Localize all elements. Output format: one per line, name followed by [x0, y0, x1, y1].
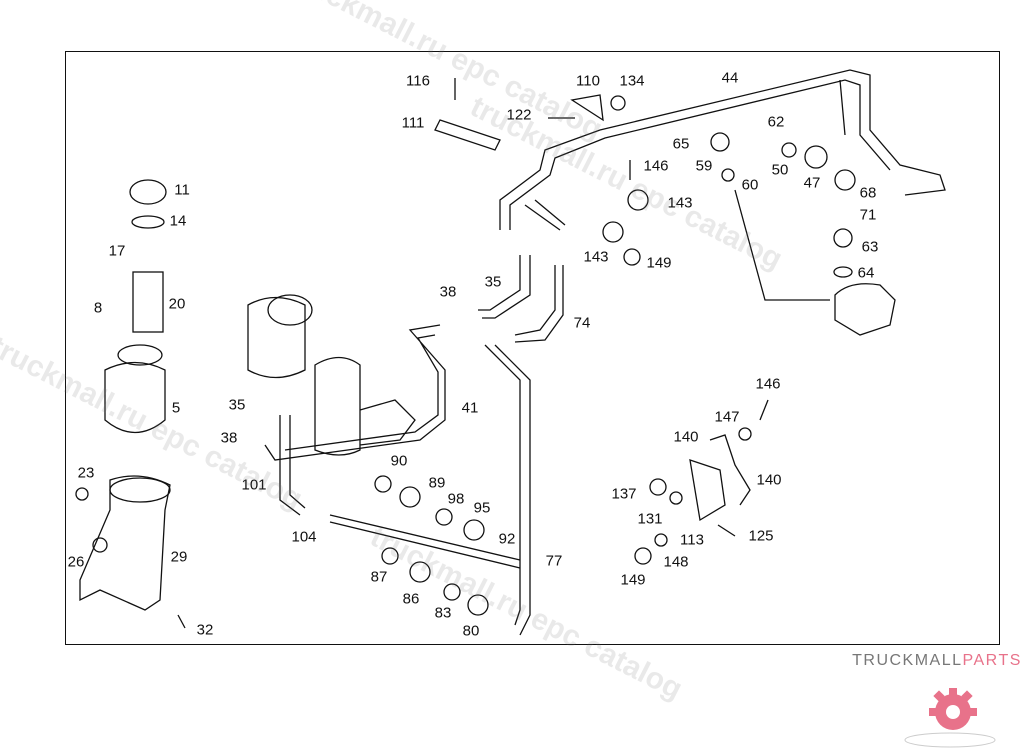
part-number-label[interactable]: 38 [439, 283, 457, 301]
part-number-label[interactable]: 143 [667, 194, 693, 212]
part-number-label[interactable]: 110 [576, 72, 600, 90]
filter-20 [132, 271, 164, 333]
part-number-label[interactable]: 140 [756, 471, 782, 489]
part-number-label[interactable]: 134 [619, 72, 645, 90]
pipe-44-branch [524, 79, 846, 231]
part-number-label[interactable]: 35 [228, 396, 246, 414]
part-number-label[interactable]: 41 [461, 399, 479, 417]
part-number-label[interactable]: 146 [755, 375, 781, 393]
part-number-label[interactable]: 17 [108, 242, 126, 260]
part-number-label[interactable]: 5 [171, 399, 181, 417]
part-number-label[interactable]: 149 [646, 254, 672, 272]
part-number-label[interactable]: 29 [170, 548, 188, 566]
part-number-label[interactable]: 60 [741, 176, 759, 194]
part-number-label[interactable]: 125 [748, 527, 774, 545]
part-number-label[interactable]: 98 [447, 490, 465, 508]
part-number-label[interactable]: 95 [473, 499, 491, 517]
bracket-113 [689, 434, 751, 522]
part-number-label[interactable]: 137 [611, 485, 637, 503]
pipe-44-inner [509, 79, 891, 230]
part-number-label[interactable]: 14 [169, 212, 187, 230]
part-number-label[interactable]: 74 [573, 314, 591, 332]
steering-box [834, 283, 896, 336]
reservoir-cap [267, 294, 313, 326]
diagram-frame [65, 51, 1000, 645]
line-101 [279, 415, 306, 516]
cap-5 [117, 344, 163, 366]
hose-74 [514, 265, 564, 343]
part-number-label[interactable]: 148 [663, 553, 689, 571]
part-number-label[interactable]: 38 [220, 429, 238, 447]
hose-35 [478, 255, 531, 319]
part-number-label[interactable]: 64 [857, 264, 875, 282]
part-number-label[interactable]: 147 [714, 408, 740, 426]
part-number-label[interactable]: 113 [680, 531, 704, 549]
part-number-label[interactable]: 50 [771, 161, 789, 179]
part-number-label[interactable]: 143 [583, 248, 609, 266]
part-number-label[interactable]: 101 [241, 476, 267, 494]
logo-text-accent: PARTS [962, 652, 1022, 669]
part-number-label[interactable]: 71 [859, 206, 877, 224]
line-77 [484, 344, 531, 636]
logo-text-dark: TRUCKMALL [852, 652, 963, 669]
clamp-29 [109, 477, 171, 503]
part-number-label[interactable]: 11 [174, 181, 190, 199]
logo-text: TRUCKMALLPARTS [850, 652, 1024, 670]
part-number-label[interactable]: 47 [803, 174, 821, 192]
part-number-label[interactable]: 140 [673, 428, 699, 446]
reservoir-assembly [247, 296, 306, 379]
truckmallparts-logo[interactable]: TRUCKMALLPARTS [850, 650, 1024, 750]
part-number-label[interactable]: 131 [637, 510, 663, 528]
rod-92 [329, 514, 521, 569]
part-number-label[interactable]: 89 [428, 474, 446, 492]
part-number-label[interactable]: 87 [370, 568, 388, 586]
part-number-label[interactable]: 116 [406, 72, 430, 90]
seal-14 [131, 215, 165, 229]
part-number-label[interactable]: 68 [859, 184, 877, 202]
cap-11 [129, 179, 167, 205]
reservoir-5 [104, 361, 166, 433]
part-number-label[interactable]: 77 [545, 552, 563, 570]
bracket-29 [79, 475, 171, 611]
part-number-label[interactable]: 146 [643, 157, 669, 175]
part-number-label[interactable]: 20 [168, 295, 186, 313]
part-number-label[interactable]: 92 [498, 530, 516, 548]
leader-line [734, 189, 830, 301]
pump-assembly [314, 356, 416, 456]
part-number-label[interactable]: 111 [401, 114, 425, 132]
pipe-44 [499, 69, 946, 230]
part-number-label[interactable]: 35 [484, 273, 502, 291]
part-number-label[interactable]: 44 [721, 69, 739, 87]
part-number-label[interactable]: 23 [77, 464, 95, 482]
part-number-label[interactable]: 104 [291, 528, 317, 546]
part-number-label[interactable]: 65 [672, 135, 690, 153]
part-number-label[interactable]: 8 [93, 299, 103, 317]
part-number-label[interactable]: 149 [620, 571, 646, 589]
fittings [75, 78, 856, 629]
part-number-label[interactable]: 63 [861, 238, 879, 256]
part-number-label[interactable]: 86 [402, 590, 420, 608]
gear-logo-icon [904, 688, 996, 748]
part-number-label[interactable]: 90 [390, 452, 408, 470]
part-number-label[interactable]: 26 [67, 553, 85, 571]
part-number-label[interactable]: 122 [506, 106, 532, 124]
part-number-label[interactable]: 59 [695, 157, 713, 175]
line-41 [264, 324, 446, 461]
part-number-label[interactable]: 32 [196, 621, 214, 639]
part-number-label[interactable]: 62 [767, 113, 785, 131]
part-number-label[interactable]: 80 [462, 622, 480, 640]
part-number-label[interactable]: 83 [434, 604, 452, 622]
